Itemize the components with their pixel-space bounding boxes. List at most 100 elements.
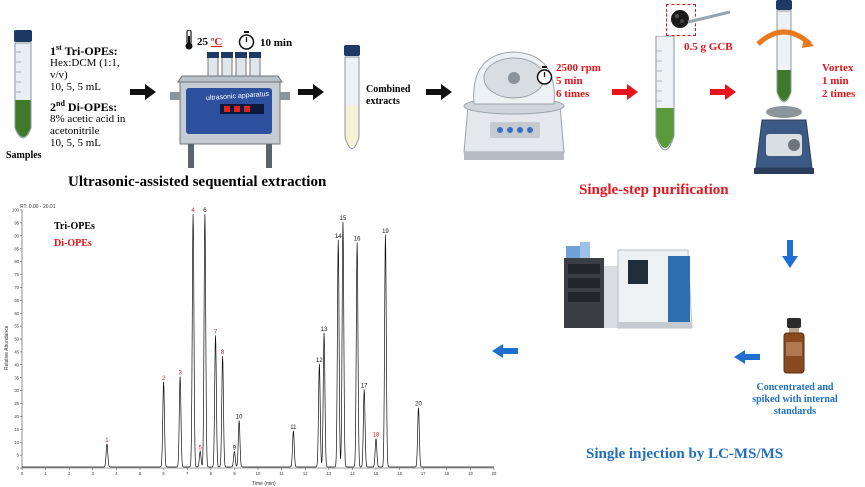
vortex-line: 1 min xyxy=(822,75,849,87)
peak-label: 12 xyxy=(316,358,323,364)
peak-label: 19 xyxy=(382,229,389,235)
tri-name: Tri-OPEs: xyxy=(61,44,118,58)
y-tick-label: 70 xyxy=(14,285,19,290)
vortex-mixer-icon xyxy=(754,0,814,174)
di-sup: nd xyxy=(56,99,65,108)
ultrasonic-bath-icon xyxy=(170,52,290,168)
tri-sup: st xyxy=(56,43,62,52)
y-tick-label: 5 xyxy=(17,453,20,458)
x-tick-label: 20 xyxy=(492,471,497,476)
tri-head: 1 xyxy=(50,44,56,58)
y-tick-label: 80 xyxy=(14,259,19,264)
y-tick-label: 75 xyxy=(14,272,19,277)
x-tick-label: 1 xyxy=(44,471,47,476)
x-tick-label: 16 xyxy=(397,471,402,476)
peak-label: 17 xyxy=(361,384,368,390)
y-tick-label: 90 xyxy=(14,233,19,238)
peak-label: 20 xyxy=(415,402,422,408)
x-tick-label: 2 xyxy=(68,471,71,476)
y-tick-label: 85 xyxy=(14,246,19,251)
y-tick-label: 30 xyxy=(14,388,19,393)
chromatogram-trace xyxy=(22,214,494,468)
y-tick-label: 65 xyxy=(14,298,19,303)
peak-label: 1 xyxy=(105,438,109,444)
x-tick-label: 13 xyxy=(326,471,331,476)
temperature-unit: ºC xyxy=(210,36,223,48)
samples-label: Samples xyxy=(6,150,42,161)
centrifuge-line: 6 times xyxy=(556,88,590,100)
chromatogram-line xyxy=(22,214,494,468)
y-tick-label: 40 xyxy=(14,362,19,367)
gcb-label: 0.5 g GCB xyxy=(684,41,733,53)
x-tick-label: 17 xyxy=(421,471,426,476)
y-tick-label: 55 xyxy=(14,324,19,329)
temperature-label: 25 ºC xyxy=(197,36,222,48)
y-tick-label: 60 xyxy=(14,311,19,316)
sample-vial-icon xyxy=(783,318,805,374)
injection-title: Single injection by LC-MS/MS xyxy=(586,446,784,462)
y-tick-label: 0 xyxy=(17,466,20,471)
legend-di-opes: Di-OPEs xyxy=(54,238,92,249)
peak-label: 7 xyxy=(214,329,218,335)
vortex-line: 2 times xyxy=(822,88,856,100)
vortex-conditions: Vortex 1 min 2 times xyxy=(822,62,855,101)
peak-label: 15 xyxy=(340,216,347,222)
y-tick-label: 100 xyxy=(12,208,20,213)
extraction-title: Ultrasonic-assisted sequential extractio… xyxy=(68,174,327,190)
x-tick-label: 5 xyxy=(139,471,142,476)
peak-label: 5 xyxy=(199,446,203,452)
y-tick-label: 25 xyxy=(14,401,19,406)
x-tick-label: 9 xyxy=(233,471,236,476)
temperature-value: 25 xyxy=(197,36,211,48)
centrifuge-icon xyxy=(463,51,565,160)
y-tick-label: 20 xyxy=(14,414,19,419)
x-tick-label: 3 xyxy=(92,471,95,476)
flow-arrow-icon xyxy=(426,84,452,100)
centrifuge-conditions: 2500 rpm 5 min 6 times xyxy=(556,62,601,101)
peak-label: 9 xyxy=(233,446,237,452)
x-tick-label: 8 xyxy=(210,471,213,476)
centrifuge-line: 2500 rpm xyxy=(556,62,601,74)
x-tick-label: 19 xyxy=(468,471,473,476)
y-tick-label: 95 xyxy=(14,221,19,226)
peak-label: 14 xyxy=(335,234,342,240)
legend-tri-opes: Tri-OPEs xyxy=(54,221,95,232)
chromatogram: RT: 0.00 - 20.01 Relative Abundance Time… xyxy=(4,204,497,487)
tri-opes-extraction-text: 1st Tri-OPEs: Hex:DCM (1:1, v/v) 10, 5, … xyxy=(50,42,140,93)
x-tick-label: 7 xyxy=(186,471,189,476)
stopwatch-icon xyxy=(536,66,553,85)
flow-arrow-icon xyxy=(298,84,324,100)
peak-label: 13 xyxy=(321,327,328,333)
centrifuge-line: 5 min xyxy=(556,75,583,87)
purification-tube-icon xyxy=(655,36,675,151)
di-name: Di-OPEs: xyxy=(64,100,118,114)
x-tick-label: 4 xyxy=(115,471,118,476)
combined-extract-tube-icon xyxy=(344,45,360,149)
chromatogram-y-axis-label: Relative Abundance xyxy=(4,325,10,370)
peak-label: 8 xyxy=(221,350,225,356)
x-tick-label: 10 xyxy=(256,471,261,476)
y-tick-label: 50 xyxy=(14,337,19,342)
peak-label: 18 xyxy=(373,433,380,439)
gcb-spatula-icon xyxy=(671,10,731,28)
x-tick-label: 18 xyxy=(444,471,449,476)
x-tick-label: 6 xyxy=(162,471,165,476)
flow-arrow-blue-left-icon xyxy=(492,344,518,358)
di-line: 10, 5, 5 mL xyxy=(50,137,102,149)
peak-label: 6 xyxy=(203,208,207,214)
x-tick-label: 14 xyxy=(350,471,355,476)
peak-label: 16 xyxy=(354,237,361,243)
peak-label: 3 xyxy=(178,371,182,377)
time-label: 10 min xyxy=(260,37,293,49)
y-tick-label: 35 xyxy=(14,375,19,380)
y-tick-label: 15 xyxy=(14,427,19,432)
tri-line: Hex:DCM (1:1, v/v) xyxy=(50,57,120,81)
lc-ms-instrument-icon xyxy=(564,242,693,329)
di-line: 8% acetic acid in xyxy=(50,113,126,125)
y-tick-label: 45 xyxy=(14,350,19,355)
sample-tube-icon xyxy=(14,30,32,139)
flow-arrow-red-icon xyxy=(612,84,638,100)
peak-label: 10 xyxy=(236,415,243,421)
x-tick-label: 12 xyxy=(303,471,308,476)
